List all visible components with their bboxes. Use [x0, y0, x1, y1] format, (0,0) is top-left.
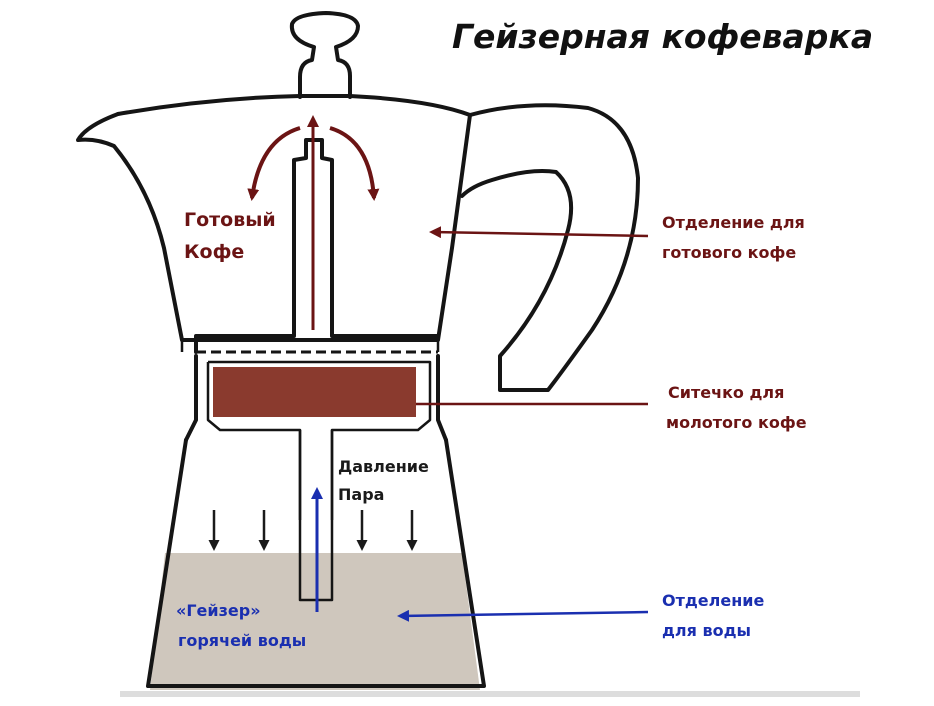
lower-chamber [146, 438, 486, 688]
label-filter-line2: молотого кофе [666, 413, 807, 432]
coffee-flow-arrow-right [329, 126, 380, 201]
collector-tube [194, 138, 440, 354]
label-water-chamber-line2: для воды [662, 621, 751, 640]
label-ready-coffee-line2: Кофе [184, 241, 244, 263]
label-filter-line1: Ситечко для [668, 383, 784, 402]
pointer-water-chamber [397, 609, 649, 622]
lid-knob [289, 11, 360, 99]
coffee-grounds [213, 367, 416, 417]
label-ready-chamber-line2: готового кофе [662, 243, 796, 262]
seam-ring-top [180, 340, 440, 352]
lid [116, 94, 472, 117]
label-water-chamber-line1: Отделение [662, 591, 764, 610]
label-geyser-line2: горячей воды [178, 631, 306, 650]
pointer-ready-chamber [429, 226, 649, 239]
label-ready-coffee-line1: Готовый [184, 209, 276, 231]
handle [460, 103, 640, 392]
diagram-title: Гейзерная кофеварка [452, 17, 873, 56]
label-steam-pressure-line1: Давление [338, 457, 429, 476]
label-geyser-line1: «Гейзер» [176, 601, 261, 620]
upper-chamber [76, 112, 472, 342]
label-steam-pressure-line2: Пара [338, 485, 384, 504]
lower-collar [184, 354, 448, 442]
label-ready-chamber-line1: Отделение для [662, 213, 805, 232]
water-fill [150, 553, 480, 690]
coffee-flow-arrow-left [247, 126, 301, 201]
